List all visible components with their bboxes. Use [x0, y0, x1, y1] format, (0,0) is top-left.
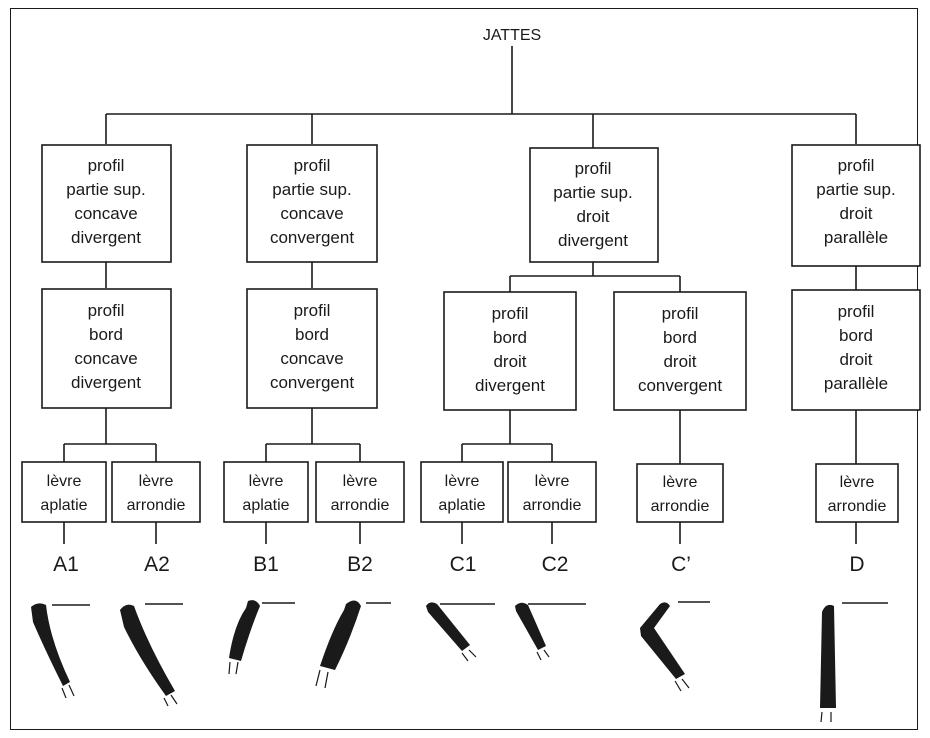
node-text-line: profil — [575, 159, 612, 178]
node-text-line: bord — [493, 328, 527, 347]
node-text-line: partie sup. — [272, 180, 351, 199]
node-text-line: partie sup. — [553, 183, 632, 202]
node-text-line: droit — [839, 204, 872, 223]
node-text-line: divergent — [71, 373, 141, 392]
type-label-c2: C2 — [542, 553, 569, 576]
type-label-b2: B2 — [347, 553, 373, 576]
lip-node-d: lèvre arrondie — [815, 463, 899, 523]
type-label-c1: C1 — [450, 553, 477, 576]
lip-text-line: arrondie — [127, 497, 186, 514]
lip-text-line: lèvre — [535, 473, 570, 490]
node-text-line: parallèle — [824, 374, 888, 393]
node-text-line: concave — [280, 204, 343, 223]
node-text-line: bord — [89, 325, 123, 344]
tree-connectors — [63, 46, 857, 544]
node-text-line: droit — [576, 207, 609, 226]
type-label-d: D — [849, 553, 864, 576]
lip-text-line: lèvre — [343, 473, 378, 490]
lip-node-a2: lèvre arrondie — [111, 461, 201, 523]
lip-text-line: arrondie — [523, 497, 582, 514]
lip-text-line: arrondie — [331, 497, 390, 514]
profile-drawing-a2 — [120, 603, 183, 707]
profile-drawing-b2 — [315, 600, 391, 689]
lip-text-line: arrondie — [828, 498, 887, 515]
node-text-line: droit — [839, 350, 872, 369]
node-text-line: profil — [662, 304, 699, 323]
lip-text-line: aplatie — [40, 497, 87, 514]
node-text-line: profil — [838, 156, 875, 175]
node-text-line: convergent — [638, 376, 722, 395]
lip-node-a1: lèvre aplatie — [21, 461, 107, 523]
node-text-line: profil — [294, 301, 331, 320]
node-text-line: profil — [492, 304, 529, 323]
level2-node-d: profil bord droit parallèle — [791, 289, 921, 411]
lip-node-b1: lèvre aplatie — [223, 461, 309, 523]
type-label-c-prime: C’ — [671, 553, 691, 576]
lip-node-c-prime: lèvre arrondie — [636, 463, 724, 523]
profile-drawing-c2 — [515, 602, 586, 661]
lip-text-line: lèvre — [445, 473, 480, 490]
lip-text-line: arrondie — [651, 498, 710, 515]
node-text-line: concave — [74, 349, 137, 368]
lip-text-line: lèvre — [249, 473, 284, 490]
node-text-line: divergent — [71, 228, 141, 247]
type-label-a2: A2 — [144, 553, 170, 576]
profile-drawing-a1 — [31, 603, 90, 699]
root-label: JATTES — [483, 27, 541, 44]
profile-drawing-c1 — [426, 602, 495, 662]
profile-drawing-d — [820, 602, 888, 723]
level1-node-d: profil partie sup. droit parallèle — [791, 144, 921, 267]
node-text-line: divergent — [475, 376, 545, 395]
node-text-line: divergent — [558, 231, 628, 250]
lip-text-line: aplatie — [438, 497, 485, 514]
lip-text-line: lèvre — [47, 473, 82, 490]
lip-text-line: lèvre — [840, 474, 875, 491]
lip-node-c2: lèvre arrondie — [507, 461, 597, 523]
level2-node-a: profil bord concave divergent — [41, 288, 172, 409]
type-label-a1: A1 — [53, 553, 79, 576]
level1-node-b: profil partie sup. concave convergent — [246, 144, 378, 263]
node-text-line: profil — [294, 156, 331, 175]
node-text-line: convergent — [270, 373, 354, 392]
lip-text-line: lèvre — [663, 474, 698, 491]
node-text-line: profil — [88, 301, 125, 320]
node-text-line: profil — [88, 156, 125, 175]
lip-text-line: lèvre — [139, 473, 174, 490]
lip-node-b2: lèvre arrondie — [315, 461, 405, 523]
node-text-line: concave — [280, 349, 343, 368]
lip-text-line: aplatie — [242, 497, 289, 514]
node-text-line: bord — [839, 326, 873, 345]
lip-node-c1: lèvre aplatie — [420, 461, 504, 523]
level2-node-c: profil bord droit divergent — [443, 291, 577, 411]
node-text-line: convergent — [270, 228, 354, 247]
node-text-line: droit — [493, 352, 526, 371]
node-text-line: partie sup. — [66, 180, 145, 199]
node-text-line: concave — [74, 204, 137, 223]
node-text-line: droit — [663, 352, 696, 371]
node-text-line: partie sup. — [816, 180, 895, 199]
profile-drawing-c-prime — [640, 601, 710, 692]
node-text-line: bord — [663, 328, 697, 347]
level1-node-a: profil partie sup. concave divergent — [41, 144, 172, 263]
node-text-line: parallèle — [824, 228, 888, 247]
level2-node-b: profil bord concave convergent — [246, 288, 378, 409]
profile-drawing-b1 — [228, 600, 295, 675]
node-text-line: bord — [295, 325, 329, 344]
node-text-line: profil — [838, 302, 875, 321]
level2-node-c-prime: profil bord droit convergent — [613, 291, 747, 411]
type-label-b1: B1 — [253, 553, 279, 576]
type-labels: A1 A2 B1 B2 C1 C2 C’ D — [53, 553, 864, 576]
level1-node-c: profil partie sup. droit divergent — [529, 147, 659, 263]
